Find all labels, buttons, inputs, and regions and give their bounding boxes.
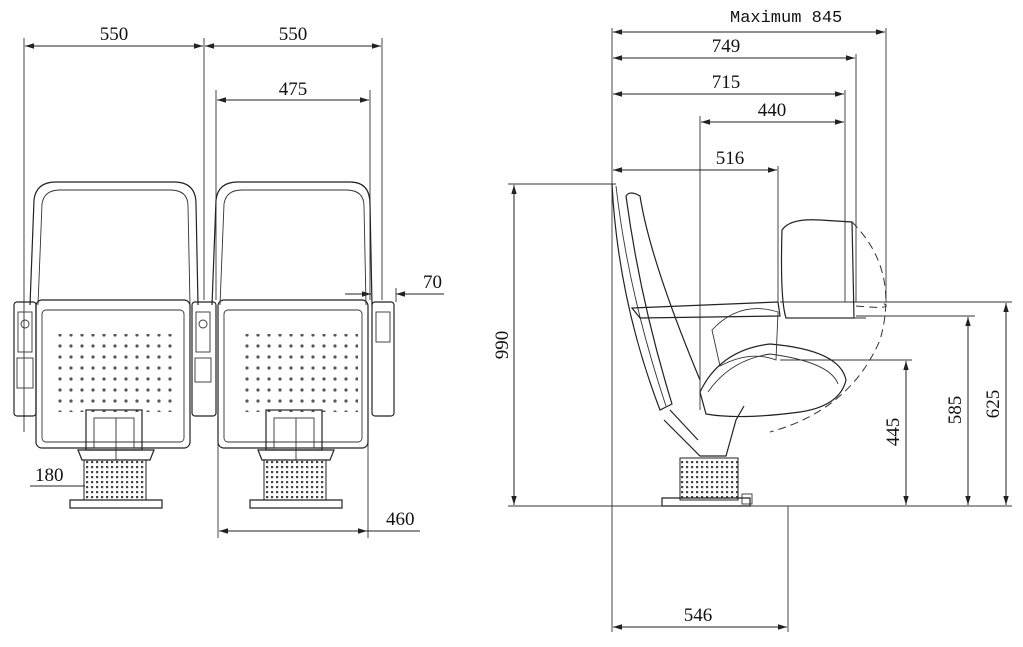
dimension-width-left: 550 <box>25 24 203 49</box>
side-view: Maximum 845 749 715 440 516 546 990 <box>492 9 1012 632</box>
dimension-625: 625 <box>983 303 1009 505</box>
dimension-585: 585 <box>945 317 971 505</box>
dimension-max-845: Maximum 845 <box>613 9 885 35</box>
front-view: 550 550 475 70 180 460 <box>13 24 444 538</box>
label-585: 585 <box>945 396 966 425</box>
dimension-armrest: 70 <box>345 272 444 302</box>
dimension-990: 990 <box>492 185 517 505</box>
dimension-base: 180 <box>30 465 85 487</box>
label-70: 70 <box>423 272 442 293</box>
label-546: 546 <box>684 605 713 626</box>
dimension-749: 749 <box>613 36 855 61</box>
dimension-715: 715 <box>613 72 844 97</box>
chair-left-front <box>13 181 199 509</box>
label-625: 625 <box>983 390 1004 419</box>
chair-right-front <box>191 181 395 509</box>
dimension-footprint: 460 <box>219 509 420 534</box>
label-180: 180 <box>35 465 64 486</box>
label-475: 475 <box>279 79 308 100</box>
dimension-516: 516 <box>613 148 777 173</box>
label-445: 445 <box>883 418 904 447</box>
label-990: 990 <box>492 331 513 360</box>
label-maximum-845: Maximum 845 <box>730 9 842 28</box>
label-749: 749 <box>712 36 741 57</box>
label-440: 440 <box>758 100 787 121</box>
dimension-width-right: 550 <box>205 24 381 49</box>
label-460: 460 <box>386 509 415 530</box>
label-550-left: 550 <box>100 24 129 45</box>
dimension-440: 440 <box>701 100 844 125</box>
label-516: 516 <box>716 148 745 169</box>
dimension-546: 546 <box>613 605 787 630</box>
label-715: 715 <box>712 72 741 93</box>
chair-side-profile <box>611 183 887 507</box>
dimension-445: 445 <box>883 361 909 505</box>
dimension-seat-width: 475 <box>217 79 369 103</box>
label-550-right: 550 <box>279 24 308 45</box>
